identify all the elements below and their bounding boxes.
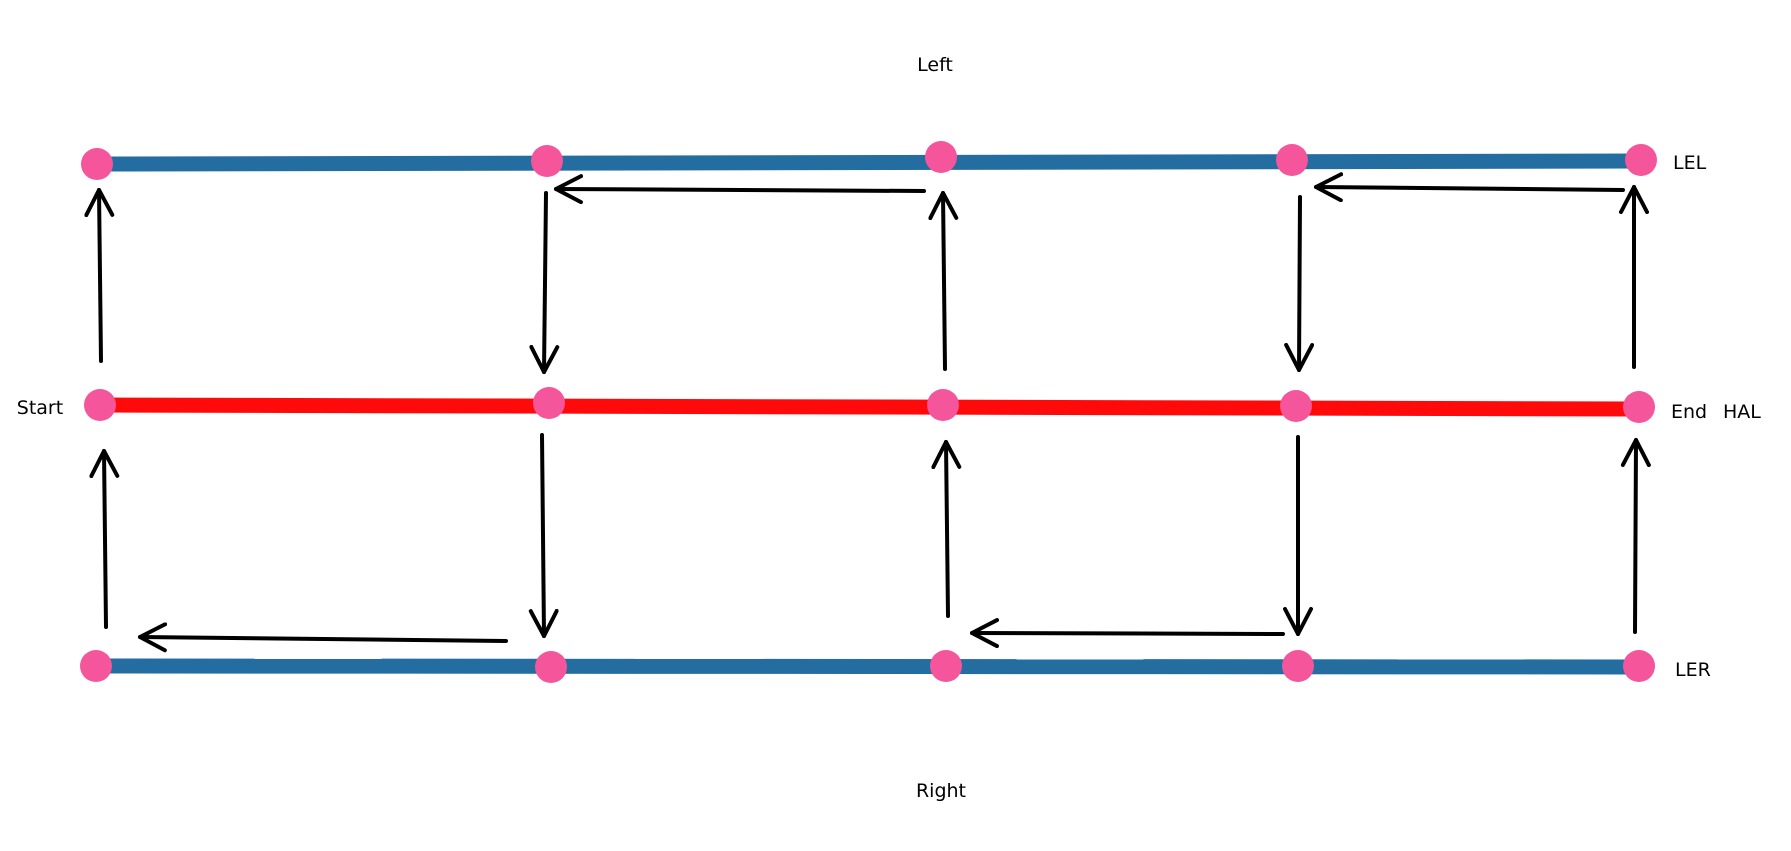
arrow-left-top-2 <box>1314 172 1625 203</box>
node-mid-2 <box>533 387 565 419</box>
node-mid-5 <box>1623 391 1655 423</box>
node-bottom-2 <box>535 651 567 683</box>
node-bottom-5 <box>1623 650 1655 682</box>
node-mid-3 <box>927 389 959 421</box>
label-left: Left <box>917 54 953 76</box>
node-top-5 <box>1625 144 1657 176</box>
node-top-3 <box>925 141 957 173</box>
node-bottom-1 <box>80 650 112 682</box>
node-bottom-4 <box>1282 650 1314 682</box>
arrow-up-6 <box>89 449 120 629</box>
node-mid-4 <box>1280 390 1312 422</box>
label-start: Start <box>17 397 63 419</box>
label-right: Right <box>916 780 966 802</box>
label-hal: HAL <box>1723 401 1761 423</box>
node-mid-1 <box>84 389 116 421</box>
arrow-down-2 <box>529 191 560 374</box>
arrow-left-top-1 <box>554 174 926 205</box>
node-top-4 <box>1276 144 1308 176</box>
arrow-up-1 <box>84 188 115 363</box>
bottom-line-ler <box>95 658 1642 675</box>
arrow-down-4 <box>1284 195 1315 372</box>
center-line-hal <box>99 397 1642 417</box>
label-lel: LEL <box>1673 152 1707 174</box>
arrow-up-3 <box>928 191 959 371</box>
label-ler: LER <box>1675 659 1711 681</box>
label-end: End <box>1671 401 1707 423</box>
arrow-left-bottom-1 <box>138 622 508 653</box>
node-top-1 <box>81 148 113 180</box>
arrow-up-8 <box>931 440 962 618</box>
arrow-left-bottom-2 <box>970 618 1285 649</box>
node-top-2 <box>531 145 563 177</box>
node-bottom-3 <box>930 650 962 682</box>
arrow-down-7 <box>528 433 559 638</box>
top-line-lel <box>96 153 1644 172</box>
arrow-up-10 <box>1620 438 1651 634</box>
